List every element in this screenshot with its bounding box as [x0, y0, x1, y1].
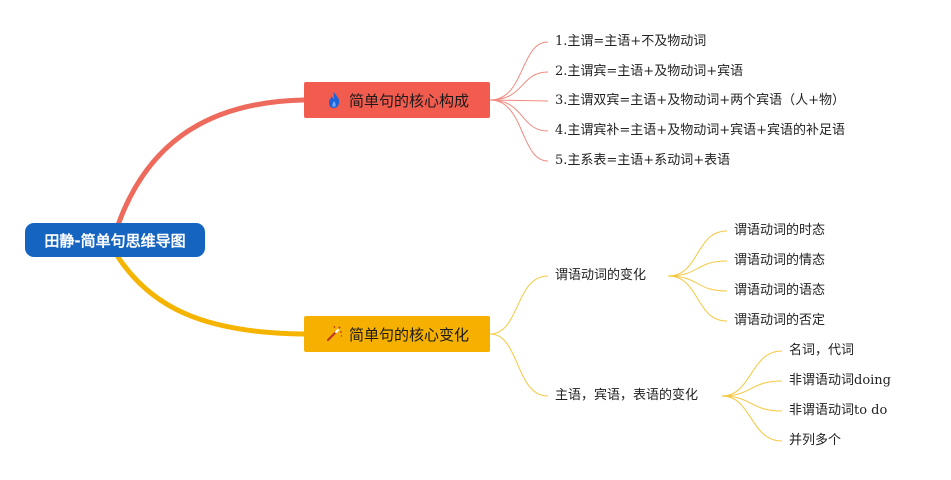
leaf-node[interactable]: 非谓语动词to do: [789, 403, 888, 418]
leaf-node[interactable]: 5.主系表=主语+系动词+表语: [555, 153, 731, 168]
leaf-node[interactable]: 谓语动词的语态: [734, 283, 826, 298]
sub-node-subject-object-changes[interactable]: 主语，宾语，表语的变化: [555, 388, 699, 403]
leaf-node[interactable]: 谓语动词的情态: [734, 253, 826, 268]
branch-node-core-structure[interactable]: 简单句的核心构成: [304, 82, 490, 118]
flame-icon: [325, 91, 343, 109]
branch-2-sub-lines: [489, 275, 549, 397]
root-label: 田静-简单句思维导图: [44, 231, 186, 250]
branch-label: 简单句的核心变化: [348, 325, 469, 344]
leaf-node[interactable]: 4.主谓宾补=主语+及物动词+宾语+宾语的补足语: [555, 123, 845, 138]
leaf-node[interactable]: 非谓语动词doing: [789, 373, 892, 388]
leaf-node[interactable]: 谓语动词的否定: [734, 313, 826, 328]
root-node[interactable]: 田静-简单句思维导图: [25, 223, 205, 257]
leaf-node[interactable]: 1.主谓=主语+不及物动词: [555, 34, 707, 49]
leaf-node[interactable]: 谓语动词的时态: [734, 223, 826, 238]
root-to-branch-1-line: [115, 97, 307, 228]
sub-1-leaf-lines: [667, 230, 728, 322]
branch-label: 简单句的核心构成: [348, 91, 469, 110]
sub-node-predicate-changes[interactable]: 谓语动词的变化: [555, 268, 647, 283]
branch-node-core-changes[interactable]: 简单句的核心变化: [304, 316, 490, 352]
branch-1-leaf-lines: [489, 41, 549, 162]
sub-2-leaf-lines: [721, 350, 783, 442]
leaf-node[interactable]: 2.主谓宾=主语+及物动词+宾语: [555, 64, 744, 79]
leaf-node[interactable]: 名词，代词: [789, 343, 855, 358]
magic-wand-icon: [325, 325, 343, 343]
leaf-node[interactable]: 3.主谓双宾=主语+及物动词+两个宾语（人+物）: [555, 93, 845, 108]
root-to-branch-2-line: [115, 254, 307, 337]
leaf-node[interactable]: 并列多个: [789, 433, 842, 448]
